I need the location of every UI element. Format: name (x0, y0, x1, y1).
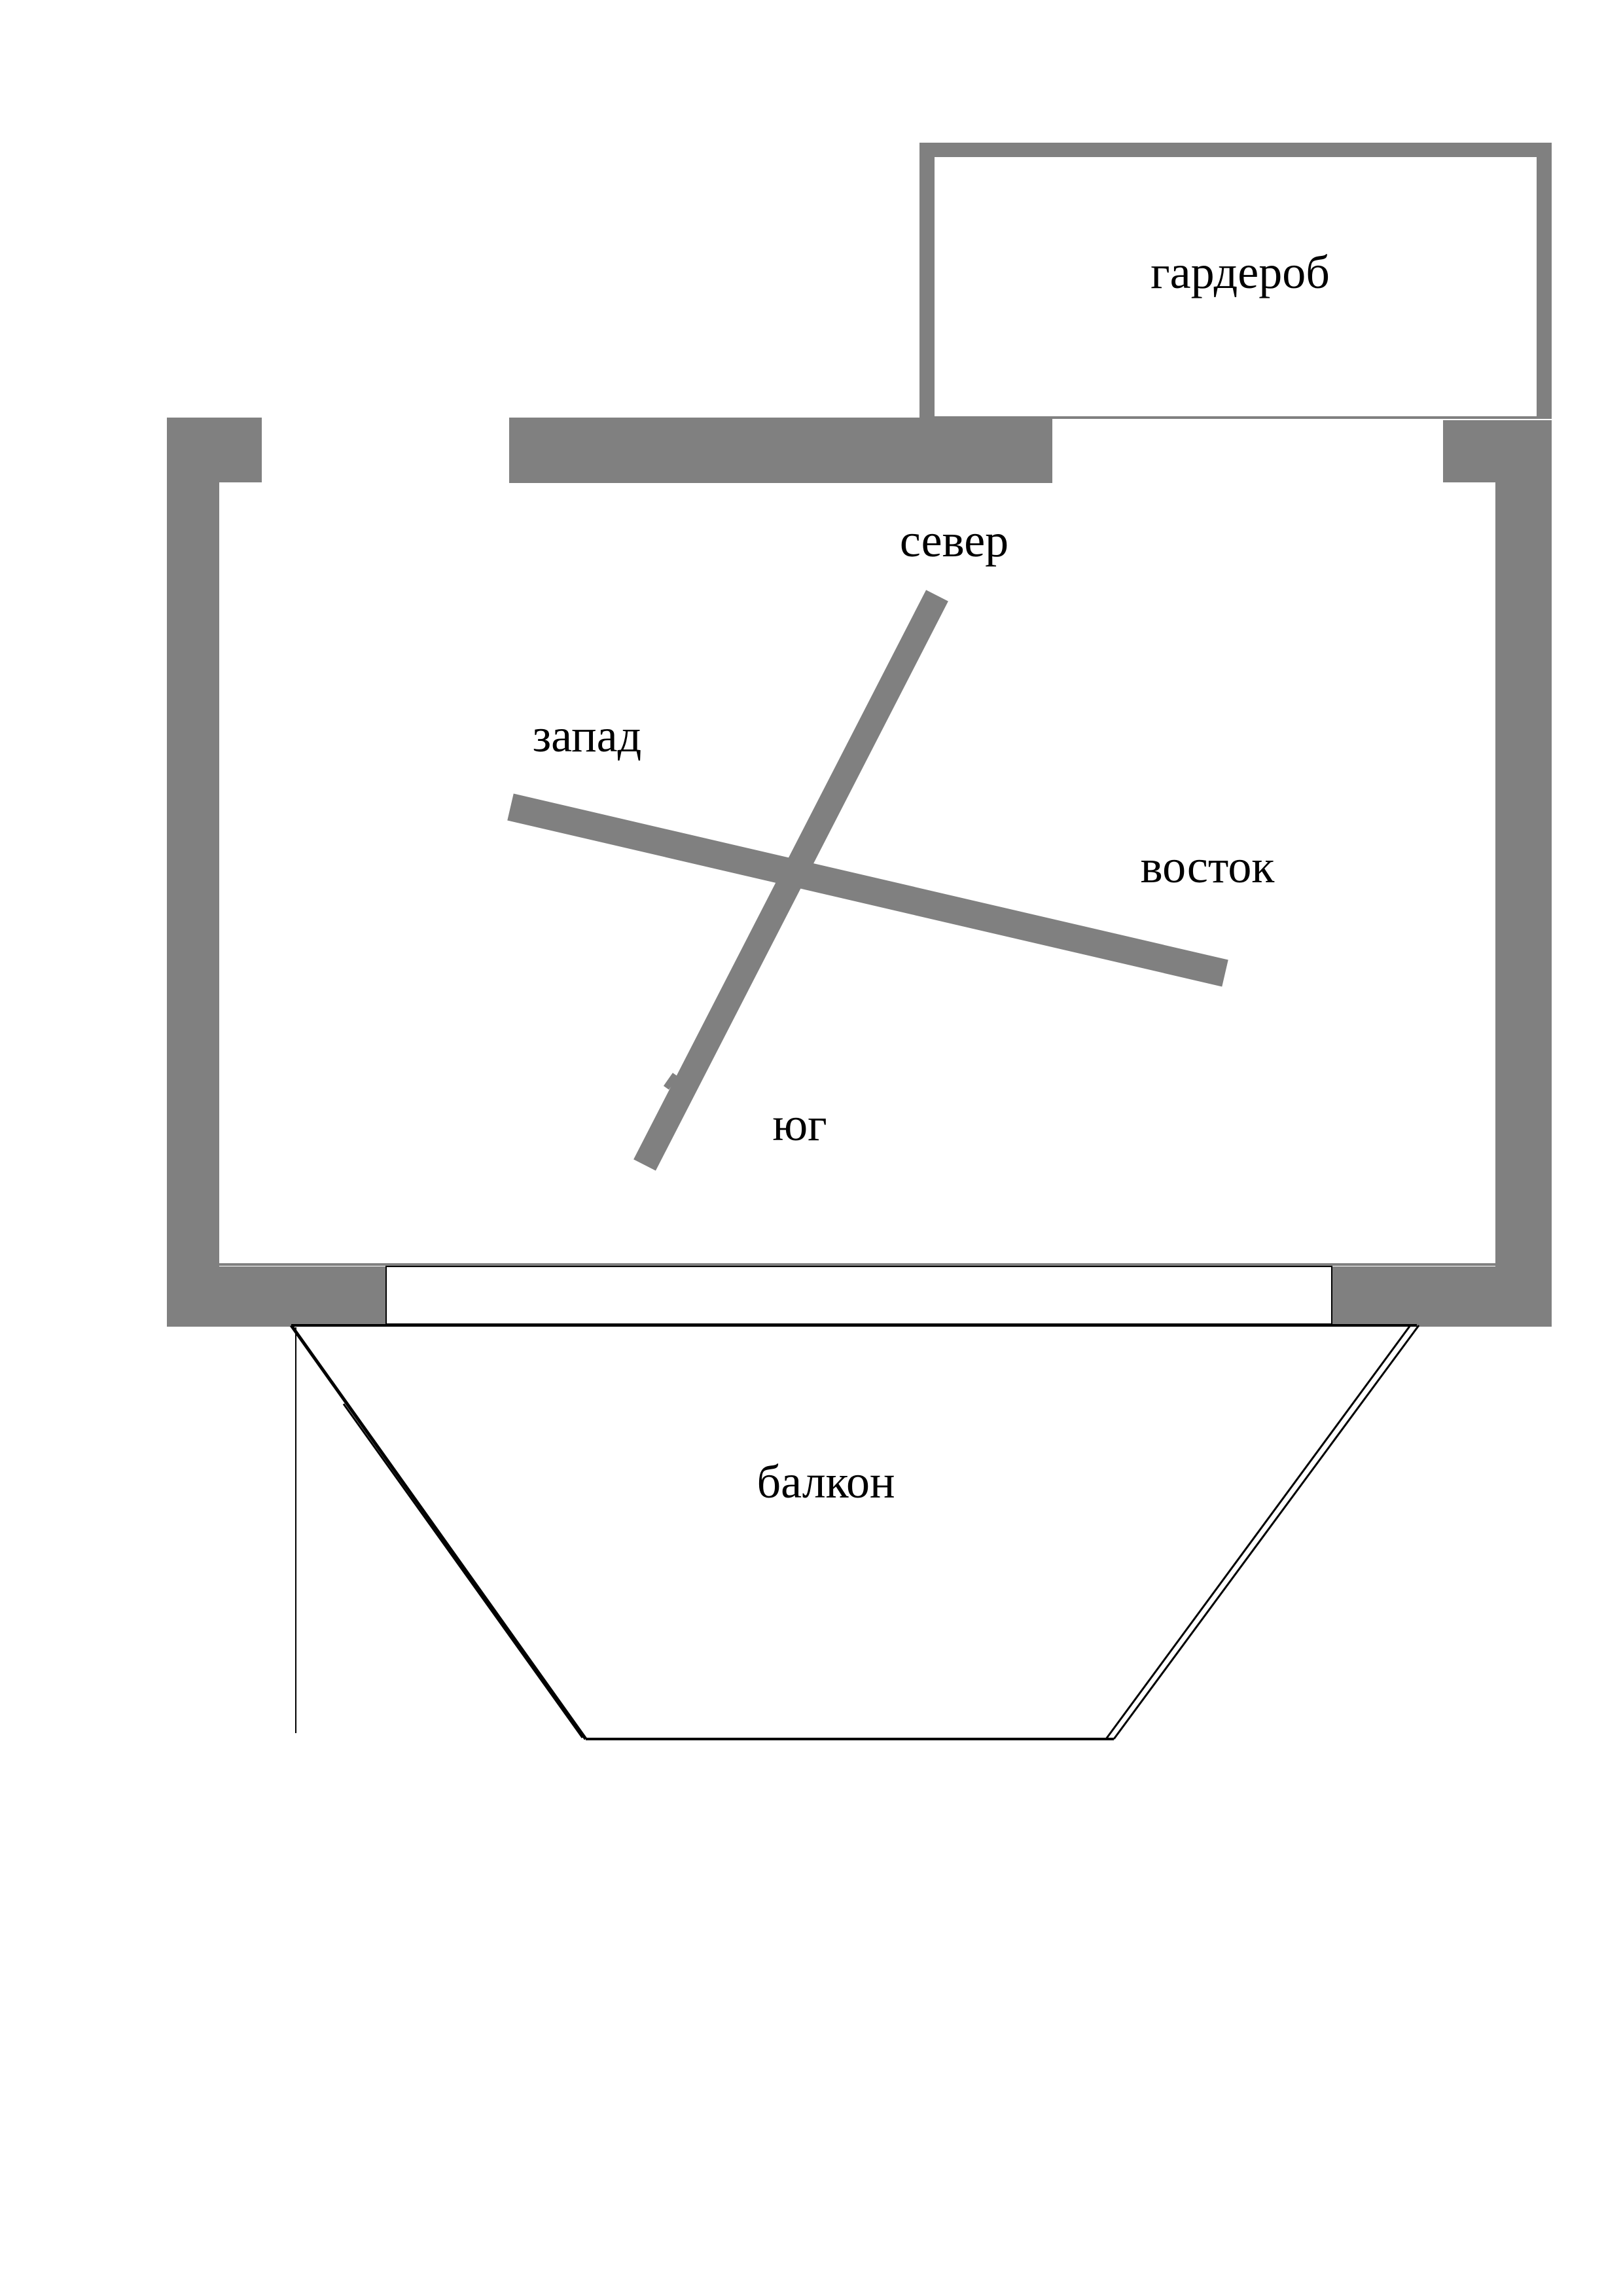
balcony-right-edge (1105, 1325, 1412, 1740)
balcony: балкон (289, 1324, 1420, 1740)
wardrobe: гардероб (919, 143, 1552, 419)
compass: север запад восток юг (507, 514, 1275, 1171)
bottom-wall-right (1332, 1266, 1495, 1327)
south-tick-mark (663, 1073, 679, 1090)
west-label: запад (533, 709, 642, 762)
north-label: север (900, 514, 1008, 567)
balcony-door-opening (385, 1266, 1332, 1325)
wardrobe-label: гардероб (1150, 246, 1330, 298)
east-label: восток (1141, 840, 1275, 893)
wardrobe-inner (935, 157, 1537, 416)
room-walls (167, 418, 1552, 1327)
right-wall (1443, 420, 1552, 1327)
top-wall-segment (509, 418, 1052, 483)
balcony-left-edge (289, 1324, 588, 1740)
left-wall (167, 418, 262, 1266)
balcony-label: балкон (757, 1456, 895, 1508)
south-label: юг (772, 1098, 827, 1151)
balcony-left-edge-inner (342, 1403, 584, 1738)
west-east-axis (507, 793, 1228, 987)
balcony-right-edge-inner (1113, 1325, 1420, 1740)
bottom-wall-left (167, 1266, 386, 1327)
